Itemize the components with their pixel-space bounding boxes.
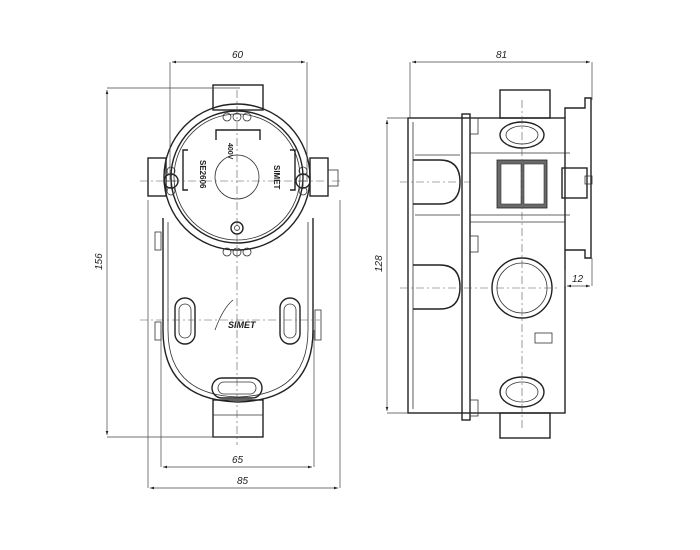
side-box-outline xyxy=(407,117,566,414)
dim-12: 12 xyxy=(572,274,584,285)
bottom-cable-entry xyxy=(212,399,264,438)
box-body-outline xyxy=(162,218,314,403)
marking-code: SE2606 xyxy=(198,160,207,189)
rear-extension xyxy=(564,97,592,259)
top-cable-entry xyxy=(212,84,264,111)
rating-marking: 400V xyxy=(226,143,233,160)
mounting-slot-right xyxy=(279,297,301,345)
right-side-tab xyxy=(309,157,329,197)
front-dimensions: 60 65 85 156 xyxy=(94,50,341,490)
side-clamp xyxy=(561,167,588,199)
dim-128: 128 xyxy=(374,255,385,272)
brand-marking: SIMET xyxy=(272,165,281,190)
dim-60: 60 xyxy=(232,50,244,61)
brand-logo: SIMET xyxy=(228,320,257,330)
side-view xyxy=(400,89,593,439)
dim-156: 156 xyxy=(94,253,105,270)
dim-81: 81 xyxy=(496,50,507,61)
top-entry-tab xyxy=(499,89,551,119)
knockout-lower xyxy=(413,264,461,310)
front-view: SE2606 SIMET 400V SIMET xyxy=(140,84,340,445)
side-dimensions: 81 128 12 xyxy=(374,50,593,414)
dim-85: 85 xyxy=(237,476,249,487)
flange xyxy=(461,113,471,421)
mounting-slot-left xyxy=(174,297,196,345)
bottom-entry-tab xyxy=(499,412,551,439)
dim-65: 65 xyxy=(232,455,244,466)
